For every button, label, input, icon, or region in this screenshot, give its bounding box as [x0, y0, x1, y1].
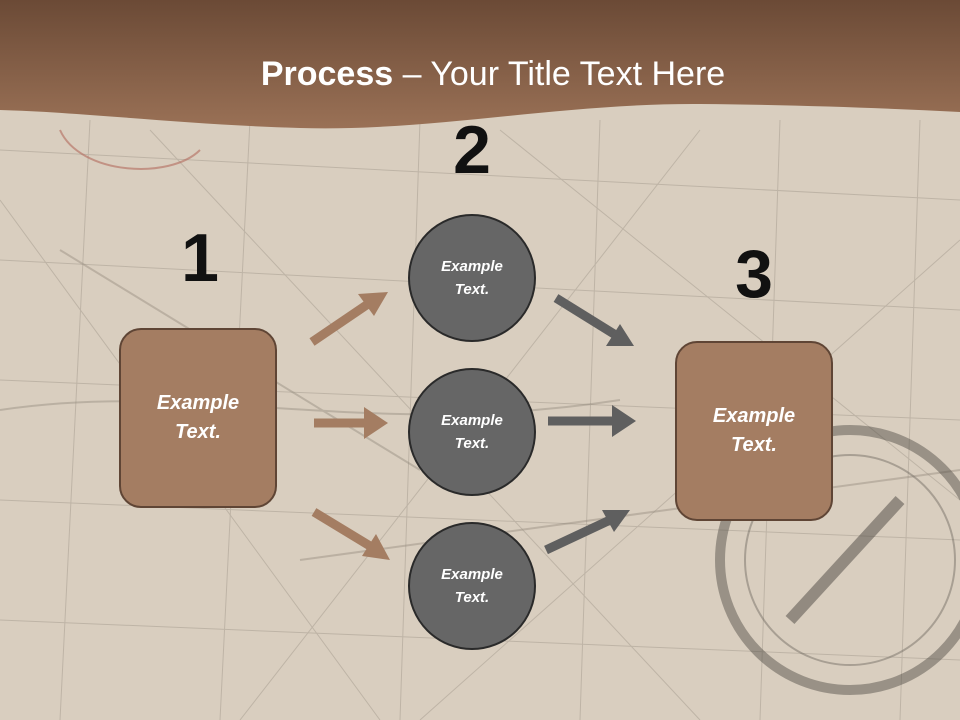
circle-middle-text: Example Text. [441, 412, 503, 452]
slide-title: Process – Your Title Text Here [0, 52, 960, 96]
arrow-from-bottom-circle [544, 510, 630, 555]
end-box: Example Text. [675, 341, 833, 521]
step-number-2: 2 [453, 112, 491, 188]
title-bold: Process [260, 55, 394, 93]
circle-bottom-text: Example Text. [441, 566, 503, 606]
step-number-1: 1 [181, 220, 219, 296]
arrow-to-top-circle [309, 292, 388, 346]
start-box: Example Text. [119, 328, 277, 508]
circle-top-text: Example Text. [441, 258, 503, 298]
arrow-from-top-circle [553, 294, 634, 346]
arrow-to-middle-circle [314, 407, 388, 439]
title-rest: – Your Title Text Here [393, 55, 726, 93]
circle-middle: Example Text. [408, 368, 536, 496]
start-box-text: Example Text. [156, 392, 240, 443]
header-band [0, 0, 960, 129]
circle-top: Example Text. [408, 214, 536, 342]
arrow-to-bottom-circle [311, 508, 390, 560]
end-box-text: Example Text. [712, 405, 796, 456]
step-number-3: 3 [735, 236, 773, 312]
arrow-from-middle-circle [548, 405, 636, 437]
compass-graphic [715, 425, 960, 695]
circle-bottom: Example Text. [408, 522, 536, 650]
